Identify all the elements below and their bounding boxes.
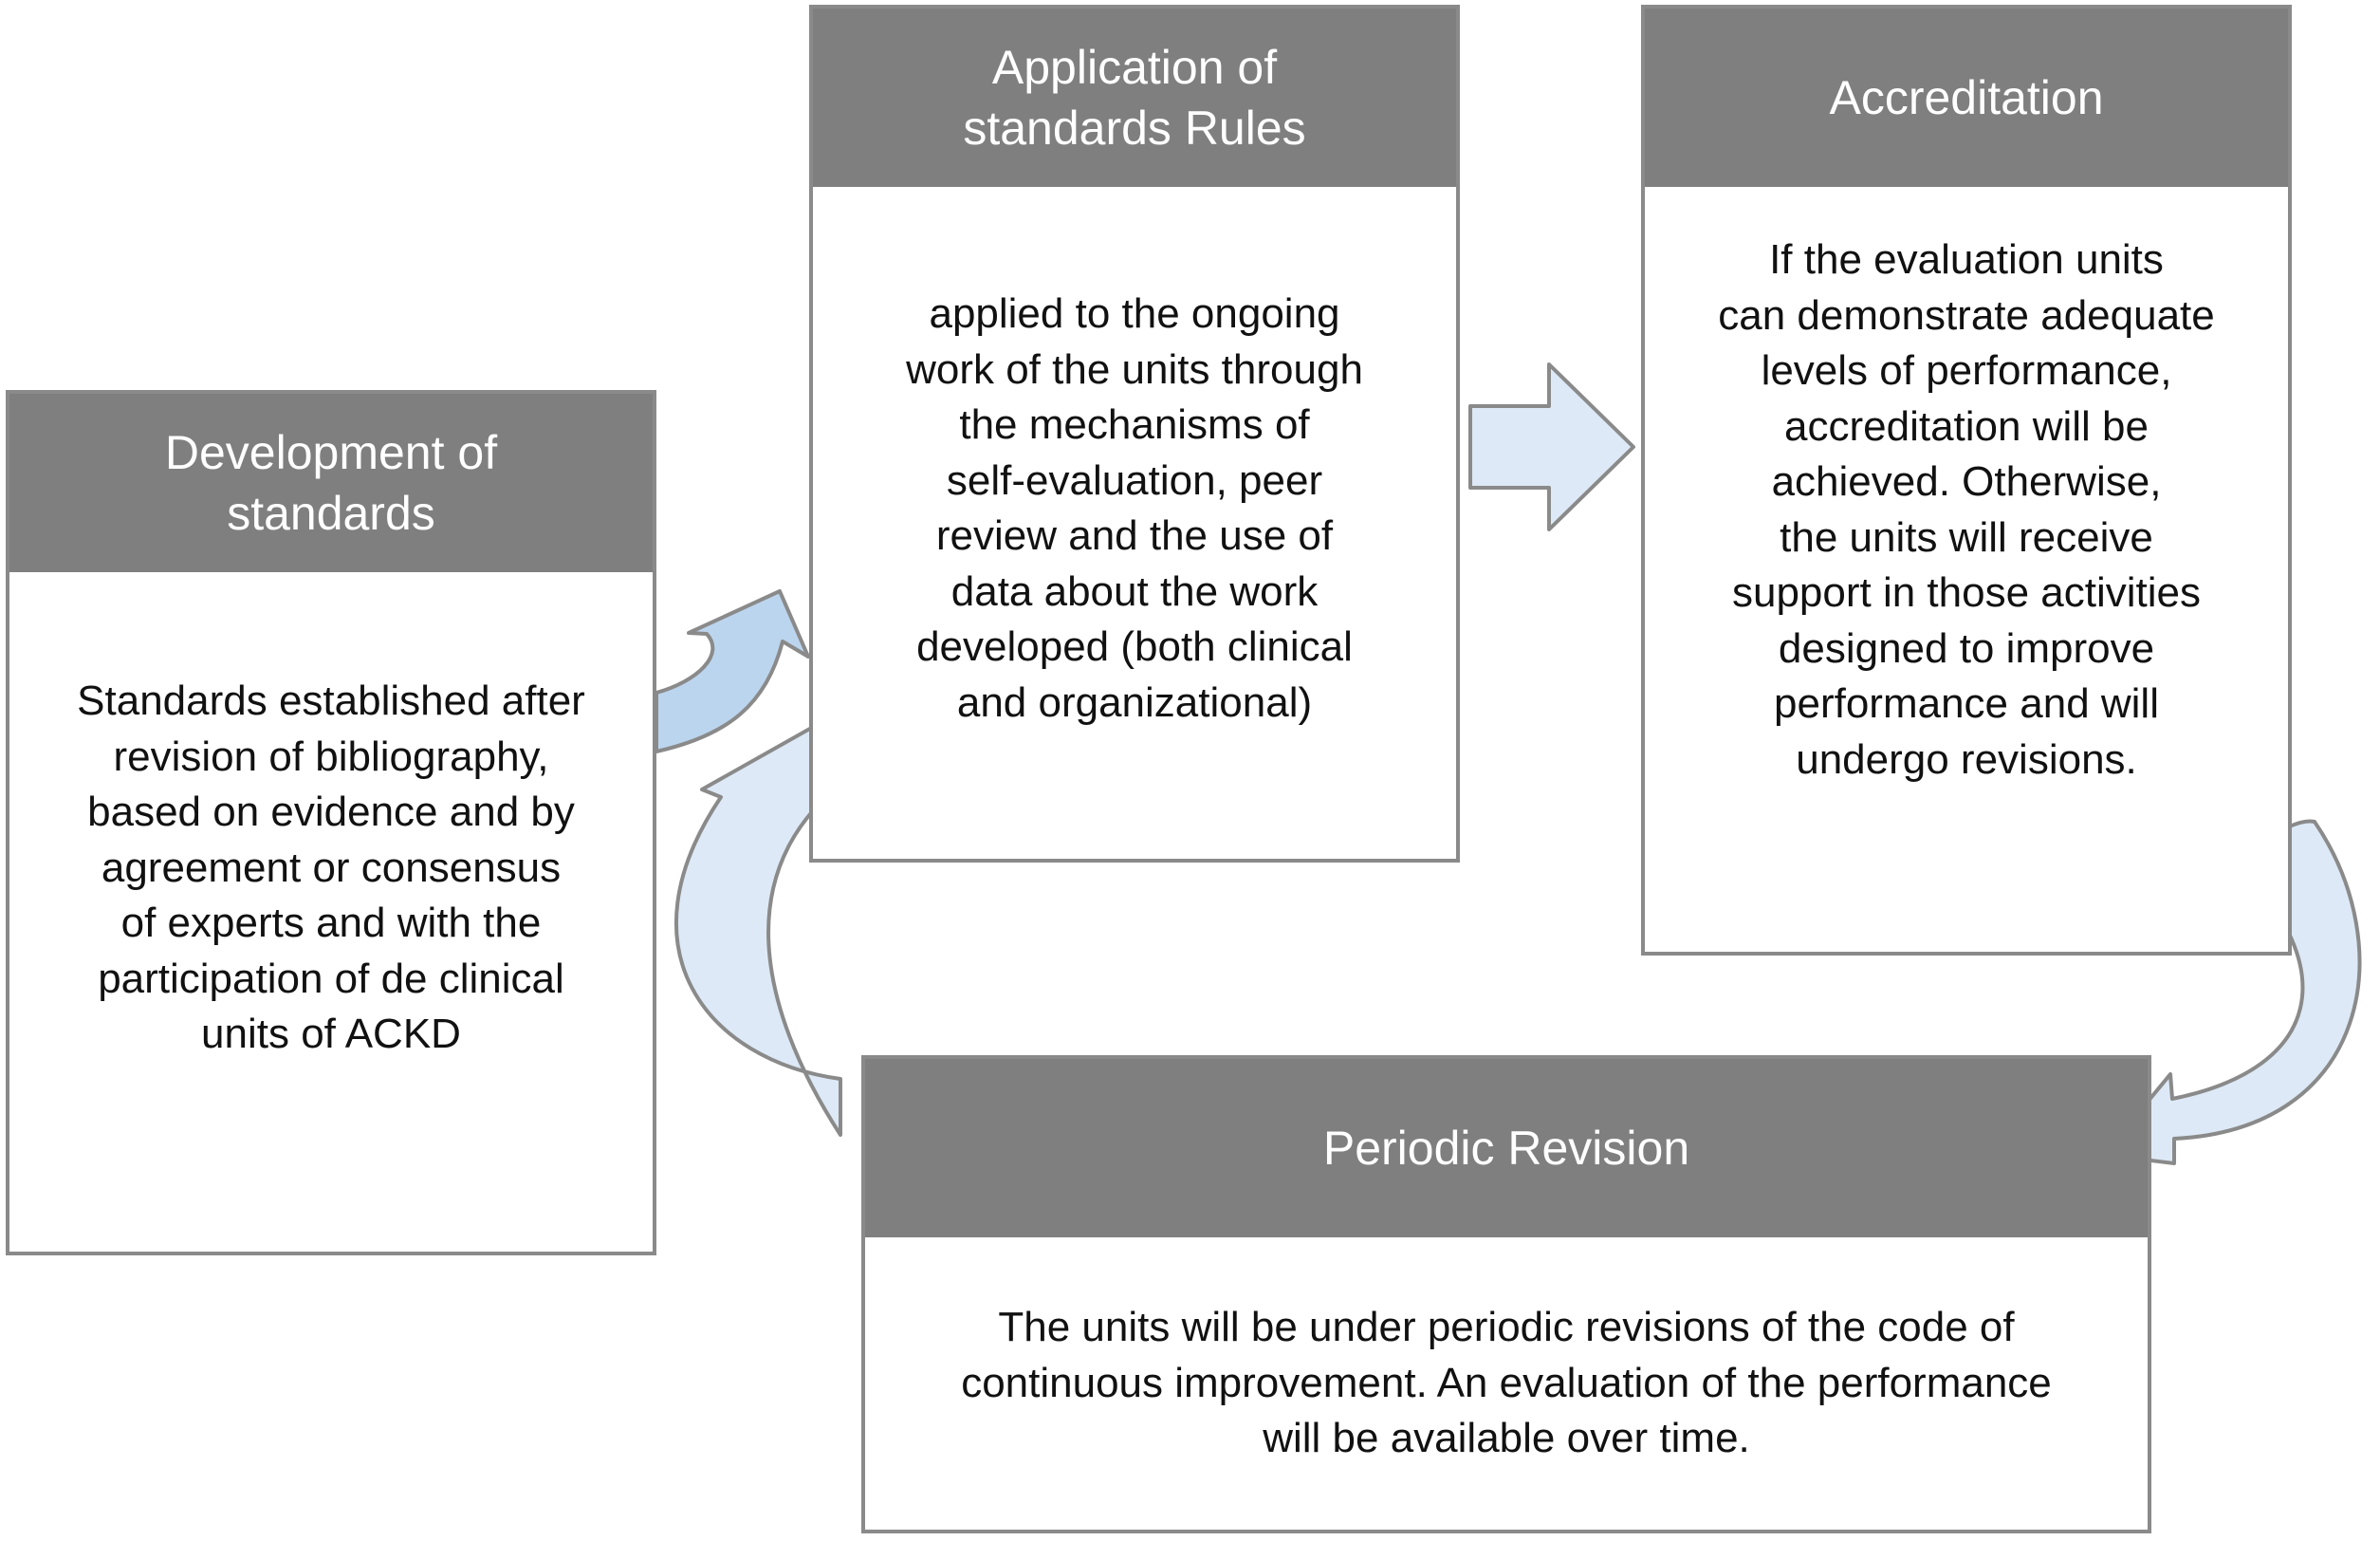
- arrow-application-to-accreditation: [1468, 362, 1635, 531]
- accreditation-header: Accreditation: [1645, 9, 2288, 187]
- accreditation-box: Accreditation If the evaluation units ca…: [1641, 5, 2292, 956]
- application-of-standards-box: Application of standards Rules applied t…: [809, 5, 1460, 863]
- application-description: applied to the ongoing work of the units…: [906, 290, 1363, 726]
- development-header: Development of standards: [9, 394, 653, 572]
- revision-header: Periodic Revision: [865, 1059, 2148, 1237]
- application-title: Application of standards Rules: [963, 41, 1306, 155]
- revision-description: The units will be under periodic revisio…: [961, 1304, 2052, 1461]
- arrow-development-to-application: [655, 589, 810, 753]
- revision-title: Periodic Revision: [1322, 1122, 1690, 1175]
- development-description: Standards established after revision of …: [77, 678, 585, 1057]
- accreditation-description: If the evaluation units can demonstrate …: [1718, 236, 2215, 783]
- accreditation-title: Accreditation: [1829, 71, 2104, 124]
- development-title: Development of standards: [164, 426, 498, 540]
- application-header: Application of standards Rules: [813, 9, 1456, 187]
- periodic-revision-box: Periodic Revision The units will be unde…: [861, 1055, 2151, 1533]
- arrow-accreditation-to-revision: [2102, 819, 2362, 1165]
- development-of-standards-box: Development of standards Standards estab…: [6, 390, 656, 1255]
